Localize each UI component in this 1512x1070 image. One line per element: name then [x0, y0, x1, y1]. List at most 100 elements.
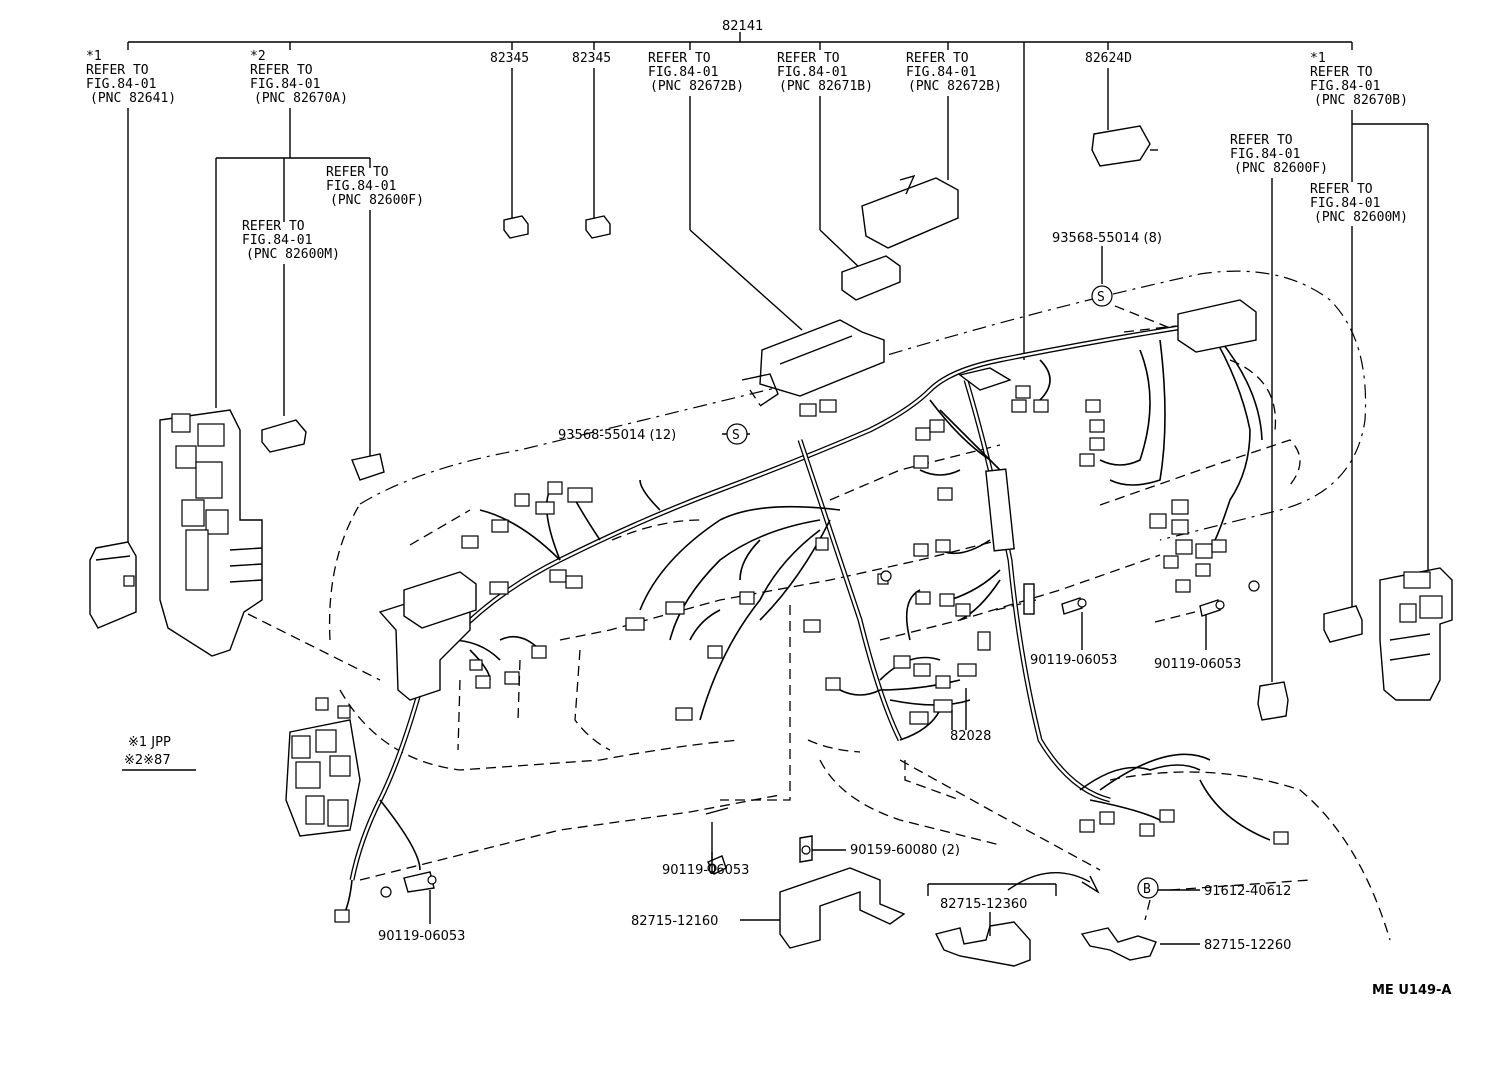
label-82600f-left: REFER TO FIG.84-01 (PNC 82600F) [326, 165, 424, 208]
grommet [1248, 580, 1260, 592]
connector-82600m-right [1323, 605, 1363, 643]
svg-text:REFER TO: REFER TO [1310, 182, 1373, 197]
connector [1033, 399, 1049, 413]
connector [1011, 399, 1027, 413]
connector [337, 705, 351, 719]
connector [1089, 419, 1105, 433]
label-82671b: REFER TO FIG.84-01 (PNC 82671B) [777, 51, 873, 94]
svg-text:(PNC 82671B): (PNC 82671B) [779, 79, 873, 94]
grommet [380, 886, 392, 898]
svg-text:(PNC 82670A): (PNC 82670A) [254, 91, 348, 106]
connector [334, 909, 350, 923]
connector [819, 399, 837, 413]
label-82670b: *1 REFER TO FIG.84-01 (PNC 82670B) [1310, 51, 1408, 108]
connector [1211, 539, 1227, 553]
bracket-82715-12260 [1080, 927, 1157, 961]
label-82672b-b: REFER TO FIG.84-01 (PNC 82672B) [906, 51, 1002, 94]
harness-brackets [958, 299, 1257, 615]
left-parts [89, 409, 477, 837]
label-82345-a: 82345 [490, 51, 529, 66]
relay-82672b [861, 177, 959, 249]
right-junction-block [1177, 299, 1257, 353]
connector [1171, 519, 1189, 535]
label-screw-12: 93568-55014 (12) [558, 428, 676, 443]
fasteners: S S B [403, 285, 1225, 924]
svg-text:FIG.84-01: FIG.84-01 [250, 77, 320, 92]
label-screw-8: 93568-55014 (8) [1052, 231, 1162, 246]
connector [1099, 811, 1115, 825]
svg-text:FIG.84-01: FIG.84-01 [86, 77, 156, 92]
svg-text:(PNC 82600F): (PNC 82600F) [1234, 161, 1328, 176]
svg-text:REFER TO: REFER TO [906, 51, 969, 66]
svg-text:FIG.84-01: FIG.84-01 [777, 65, 847, 80]
svg-text:B: B [1143, 882, 1151, 897]
label-82670a: *2 REFER TO FIG.84-01 (PNC 82670A) [250, 49, 348, 106]
svg-text:*1: *1 [1310, 51, 1326, 66]
relay-82671b [841, 255, 901, 301]
main-part-number: 82141 [722, 19, 763, 34]
connector [825, 677, 841, 691]
label-82600m-left: REFER TO FIG.84-01 (PNC 82600M) [242, 219, 340, 262]
harness-clip [958, 367, 1012, 391]
connector [937, 487, 953, 501]
connector [815, 537, 829, 551]
connector [977, 631, 991, 651]
connector [955, 603, 971, 617]
bottom-brackets [740, 710, 1200, 967]
label-82600m-right: REFER TO FIG.84-01 (PNC 82600M) [1310, 182, 1408, 225]
connector [799, 403, 817, 417]
connector [915, 591, 931, 605]
leader-lines [127, 68, 1429, 682]
relay-bracket-82672b [759, 319, 885, 397]
connector [1175, 539, 1193, 555]
connector [549, 569, 567, 583]
connector [1273, 831, 1289, 845]
svg-text:FIG.84-01: FIG.84-01 [648, 65, 718, 80]
svg-text:REFER TO: REFER TO [242, 219, 305, 234]
connector [939, 593, 955, 607]
connector [535, 501, 555, 515]
svg-text:(PNC 82600M): (PNC 82600M) [1314, 210, 1408, 225]
connector [491, 519, 509, 533]
label-bolt-e: 90159-60080 (2) [850, 843, 960, 858]
nut-b-symbol [1137, 877, 1159, 899]
legend: ※1 JPP ※2※87 [122, 735, 196, 771]
connector [1159, 809, 1175, 823]
label-bolt-c: 90119-06053 [662, 863, 749, 878]
connector-82600m-left [261, 419, 307, 453]
svg-text:FIG.84-01: FIG.84-01 [1310, 79, 1380, 94]
connector [935, 539, 951, 553]
connector [935, 675, 951, 689]
svg-text:(PNC 82600M): (PNC 82600M) [246, 247, 340, 262]
svg-text:(PNC 82641): (PNC 82641) [90, 91, 176, 106]
harness-bracket [985, 468, 1015, 552]
svg-text:FIG.84-01: FIG.84-01 [906, 65, 976, 80]
label-82641: *1 REFER TO FIG.84-01 (PNC 82641) [86, 49, 176, 106]
svg-text:FIG.84-01: FIG.84-01 [1230, 147, 1300, 162]
svg-text:REFER TO: REFER TO [326, 165, 389, 180]
connector-82600f-right [1257, 681, 1289, 721]
label-82624d: 82624D [1085, 51, 1132, 66]
svg-text:FIG.84-01: FIG.84-01 [326, 179, 396, 194]
label-bracket-c: 82715-12260 [1204, 938, 1291, 953]
connector [957, 663, 977, 677]
connector [531, 645, 547, 659]
svg-text:REFER TO: REFER TO [777, 51, 840, 66]
connector-82345-b [585, 215, 611, 239]
connector [514, 493, 530, 507]
connector [1195, 563, 1211, 577]
connector [1079, 453, 1095, 467]
connectors [315, 385, 1289, 923]
svg-text:REFER TO: REFER TO [1230, 133, 1293, 148]
connector [504, 671, 520, 685]
connector [1139, 823, 1155, 837]
connector [1015, 385, 1031, 399]
connector [913, 455, 929, 469]
svg-text:*2: *2 [250, 49, 266, 64]
label-bolt-a: 90119-06053 [1030, 653, 1117, 668]
label-bolt-b: 90119-06053 [1154, 657, 1241, 672]
label-bolt-d: 90119-06053 [378, 929, 465, 944]
connector [1171, 499, 1189, 515]
label-bracket-a: 82715-12160 [631, 914, 718, 929]
